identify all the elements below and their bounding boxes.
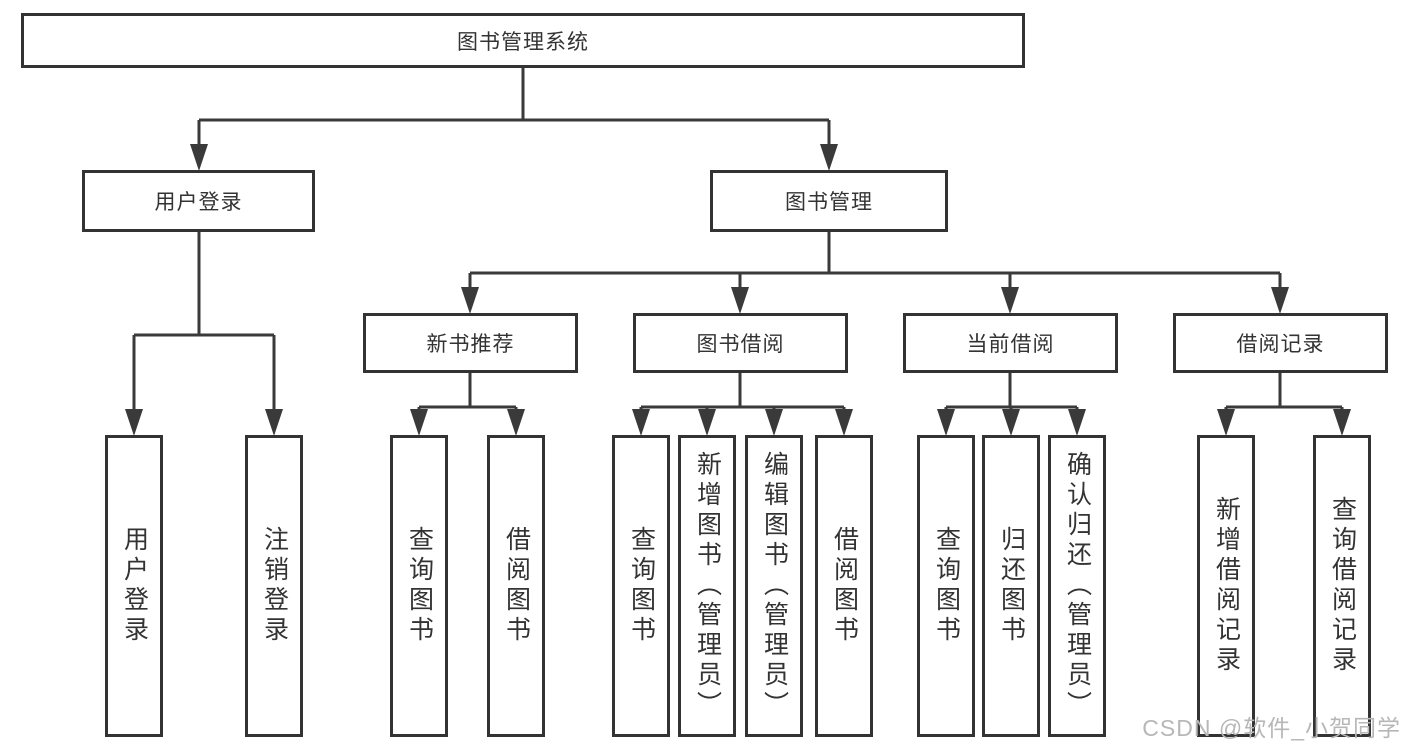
node-label: 新书推荐 [426,333,515,356]
leaf-edit-books-admin: 编辑图书（管理员） [745,435,803,737]
node-label: 借阅图书 [830,526,859,646]
node-user-login: 用户登录 [82,170,315,232]
node-label: 图书借阅 [696,333,785,356]
node-label: 新增借阅记录 [1212,496,1241,676]
node-new-book-recommendation: 新书推荐 [363,313,578,373]
node-library-management-system: 图书管理系统 [21,13,1025,68]
node-label: 借阅图书 [502,526,531,646]
leaf-add-books-admin: 新增图书（管理员） [678,435,736,737]
node-label: 用户登录 [154,191,243,214]
node-label: 确认归还（管理员） [1063,451,1092,721]
node-borrowing-records: 借阅记录 [1173,313,1388,373]
leaf-query-borrow-record: 查询借阅记录 [1313,435,1371,737]
leaf-confirm-return-admin: 确认归还（管理员） [1048,435,1106,737]
node-label: 查询图书 [932,526,961,646]
leaf-return-books: 归还图书 [982,435,1040,737]
node-label: 当前借阅 [966,333,1055,356]
node-label: 新增图书（管理员） [693,451,722,721]
node-label: 注销登录 [260,526,289,646]
leaf-logout: 注销登录 [245,435,303,737]
leaf-query-books-3: 查询图书 [917,435,975,737]
leaf-borrow-books-2: 借阅图书 [815,435,873,737]
node-current-borrowing: 当前借阅 [903,313,1118,373]
node-book-management: 图书管理 [710,170,948,232]
node-label: 图书管理 [785,191,873,214]
node-label: 借阅记录 [1236,333,1325,356]
leaf-user-login: 用户登录 [105,435,163,737]
node-book-borrowing: 图书借阅 [633,313,848,373]
leaf-query-books-2: 查询图书 [612,435,670,737]
node-label: 查询图书 [405,526,434,646]
leaf-add-borrow-record: 新增借阅记录 [1197,435,1255,737]
csdn-watermark: CSDN @软件_小贺同学 [1142,715,1401,741]
leaf-query-books-1: 查询图书 [390,435,448,737]
node-label: 用户登录 [120,526,149,646]
leaf-borrow-books-1: 借阅图书 [487,435,545,737]
node-label: 查询图书 [627,526,656,646]
node-label: 编辑图书（管理员） [760,451,789,721]
node-label: 归还图书 [997,526,1026,646]
node-label: 图书管理系统 [457,30,589,54]
node-label: 查询借阅记录 [1328,496,1357,676]
